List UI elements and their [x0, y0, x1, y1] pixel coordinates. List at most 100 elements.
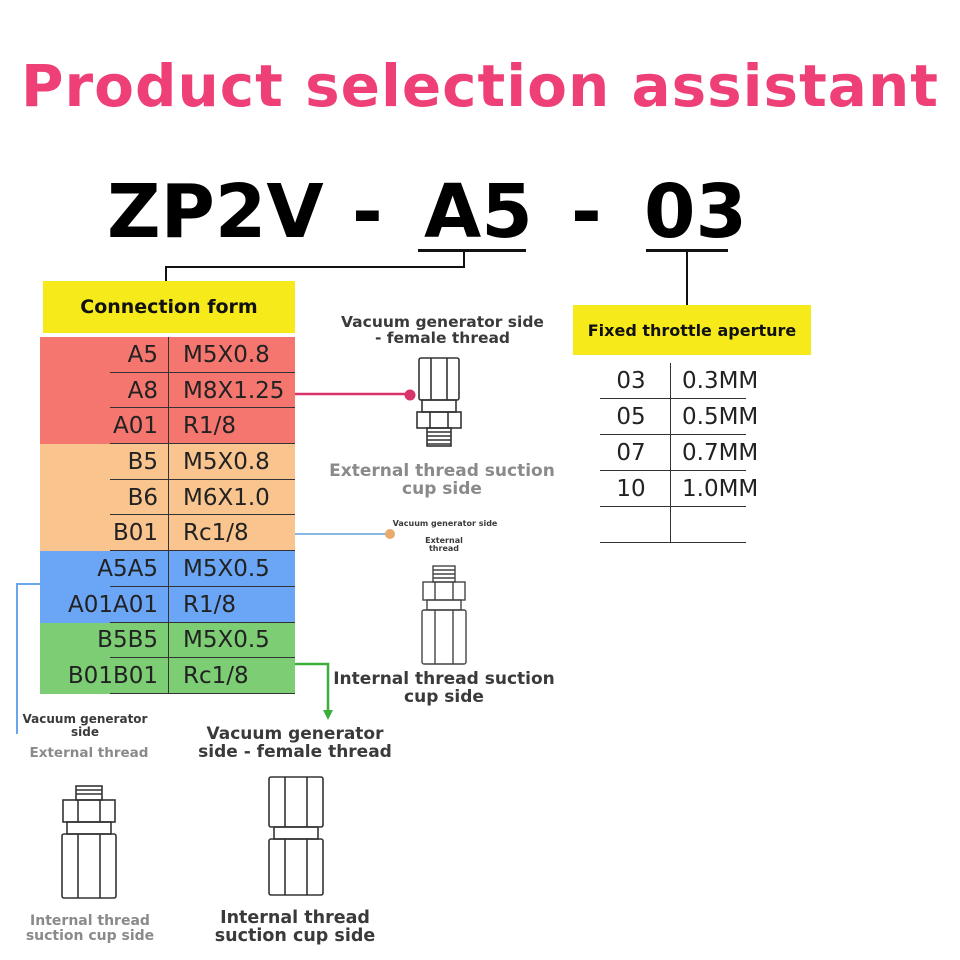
model-code-throttle: 03 — [644, 169, 747, 255]
caption-b-bottom: Internal thread suction cup side — [333, 669, 555, 707]
connection-code: B01B01 — [67, 663, 158, 690]
connection-thread: M5X0.5 — [183, 627, 270, 654]
throttle-code: 10 — [616, 476, 646, 502]
caption-a-top: Vacuum generator side - female thread — [341, 313, 544, 348]
connection-code: A5 — [127, 341, 158, 368]
caption-bb-top: Vacuum generator side - female thread — [198, 724, 392, 762]
pointer-line-aa — [16, 583, 40, 734]
caption-b-top: Vacuum generator side — [392, 519, 498, 528]
column-divider — [670, 435, 671, 471]
column-divider — [168, 408, 169, 445]
connection-thread: Rc1/8 — [183, 663, 249, 690]
column-divider — [168, 551, 169, 587]
connection-code: A5A5 — [97, 555, 158, 582]
row-divider — [110, 407, 295, 409]
throttle-row: 07 0.7MM — [600, 435, 758, 471]
connection-row: B5 M5X0.8 — [40, 444, 295, 480]
row-divider — [110, 550, 295, 552]
row-divider — [110, 514, 295, 516]
throttle-connector — [686, 251, 688, 305]
row-divider — [600, 542, 746, 543]
pointer-dot-a — [404, 389, 416, 401]
connection-form-header: Connection form — [43, 281, 295, 333]
page-title: Product selection assistant — [21, 52, 939, 120]
column-divider — [670, 363, 671, 399]
column-divider — [168, 479, 169, 516]
throttle-code: 03 — [616, 368, 646, 394]
row-divider — [110, 443, 295, 445]
connection-thread: M5X0.8 — [183, 341, 270, 368]
pointer-dot-b — [385, 529, 395, 539]
throttle-underline — [646, 249, 728, 252]
connection-row: A5 M5X0.8 — [40, 337, 295, 373]
row-divider — [600, 398, 746, 399]
connection-code: A01A01 — [67, 591, 158, 618]
pointer-arrow-bb — [323, 710, 333, 720]
model-code-series: ZP2V — [107, 169, 324, 255]
throttle-code: 05 — [616, 404, 646, 430]
throttle-row: 03 0.3MM — [600, 363, 758, 399]
connection-row: B01B01 Rc1/8 — [40, 658, 295, 694]
connection-code: A8 — [127, 377, 158, 404]
connection-connector-horizontal — [165, 266, 465, 268]
column-divider — [168, 515, 169, 552]
column-divider — [670, 507, 671, 543]
row-divider — [110, 621, 295, 623]
fitting-a-icon — [416, 357, 462, 447]
connection-connector-vertical — [463, 251, 465, 268]
connection-code: B5 — [127, 448, 158, 475]
column-divider — [168, 337, 169, 373]
caption-aa-top: Vacuum generator side — [22, 712, 148, 739]
row-divider — [600, 506, 746, 507]
caption-aa-bottom: Internal thread suction cup side — [25, 913, 155, 944]
model-code-dash-2: - — [571, 169, 602, 255]
connection-code: A01 — [112, 413, 158, 440]
row-divider — [110, 657, 295, 659]
connection-code: B5B5 — [97, 627, 158, 654]
column-divider — [168, 658, 169, 694]
connection-row: A01A01 R1/8 — [40, 586, 295, 623]
column-divider — [168, 444, 169, 480]
connection-thread: M5X0.8 — [183, 448, 270, 475]
connection-thread: Rc1/8 — [183, 520, 249, 547]
throttle-row — [600, 507, 746, 543]
column-divider — [168, 586, 169, 623]
throttle-header: Fixed throttle aperture — [573, 305, 811, 355]
caption-bb-bottom: Internal thread suction cup side — [214, 908, 376, 947]
throttle-size: 0.7MM — [682, 440, 759, 466]
connection-code: B6 — [127, 484, 158, 511]
connection-row: B5B5 M5X0.5 — [40, 622, 295, 659]
connection-row: A01 R1/8 — [40, 408, 295, 445]
throttle-size: 0.3MM — [682, 368, 759, 394]
connection-row: A5A5 M5X0.5 — [40, 551, 295, 587]
connection-thread: R1/8 — [183, 413, 236, 440]
column-divider — [168, 622, 169, 659]
throttle-code: 07 — [616, 440, 646, 466]
row-divider — [110, 585, 295, 587]
connection-underline — [418, 249, 526, 252]
fitting-b-icon — [421, 565, 467, 665]
throttle-size: 1.0MM — [682, 476, 759, 502]
model-code-connection: A5 — [424, 169, 533, 255]
fitting-aa-icon — [61, 785, 117, 899]
throttle-row: 10 1.0MM — [600, 471, 758, 507]
caption-b-sub: External thread — [425, 536, 463, 554]
model-code-dash-1: - — [352, 169, 383, 255]
row-divider — [600, 470, 746, 471]
connection-thread: M5X0.5 — [183, 555, 270, 582]
caption-aa-sub: External thread — [29, 745, 149, 761]
fitting-bb-icon — [268, 776, 324, 896]
row-divider — [600, 434, 746, 435]
row-divider — [110, 371, 295, 373]
row-divider — [110, 692, 295, 694]
column-divider — [670, 399, 671, 435]
connection-thread: R1/8 — [183, 591, 236, 618]
connection-thread: M6X1.0 — [183, 484, 270, 511]
column-divider — [670, 471, 671, 507]
